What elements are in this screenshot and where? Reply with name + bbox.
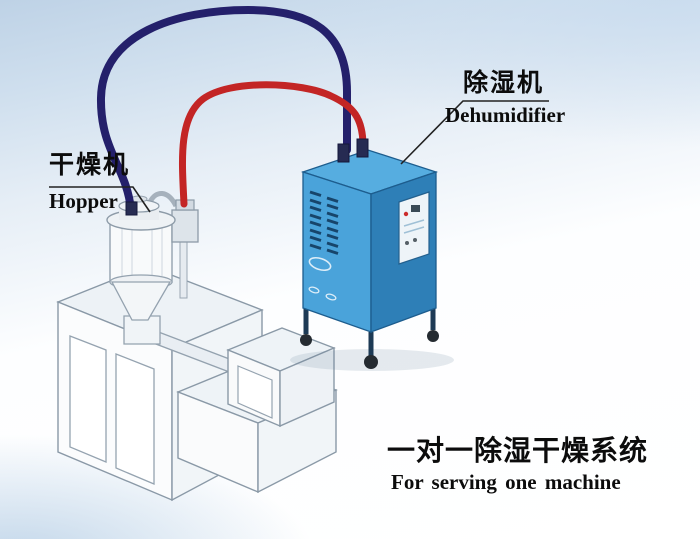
hopper-support [179, 241, 188, 299]
cabinet-door-right [115, 353, 155, 485]
hopper-blower [171, 209, 199, 243]
panel-button-2 [413, 238, 417, 242]
dehumidifier-unit [290, 149, 454, 371]
hopper-return-elbow [147, 191, 179, 208]
caster-wheel-right [427, 330, 439, 342]
system-caption-zh: 一对一除湿干燥系统 [387, 435, 649, 466]
brand-oval-badge [308, 256, 332, 272]
hopper-body-shading [121, 226, 163, 276]
caster-wheel-middle [364, 355, 378, 369]
hopper-dryer [106, 191, 199, 321]
panel-display [411, 205, 420, 212]
dehumidifier-leader-line [400, 100, 549, 165]
vent-louvers-column-1 [309, 190, 322, 250]
system-caption-en: For serving one machine [391, 470, 621, 494]
control-panel [398, 191, 430, 265]
hopper-leader-line [49, 186, 151, 213]
hose-connector-dehumidifier-2 [356, 138, 369, 158]
hopper-cone [110, 281, 172, 321]
dehumidifier-legs [303, 308, 436, 356]
vent-louvers-column-2 [326, 196, 339, 255]
hopper-label-zh: 干燥机 [49, 151, 131, 179]
gearbox-panel [237, 365, 273, 419]
panel-label-lines [403, 219, 425, 234]
small-oval-mark-2 [325, 293, 337, 301]
hopper-label-en: Hopper [49, 189, 118, 213]
small-oval-mark-1 [308, 286, 320, 294]
extruder-machine [56, 265, 338, 502]
cabinet-door-left [69, 335, 107, 463]
hose-connector-hopper [125, 201, 138, 216]
return-air-hose-red [179, 81, 367, 208]
dry-air-hose-navy [96, 5, 351, 214]
hose-connector-dehumidifier-1 [337, 143, 350, 163]
dehumidifier-label-en: Dehumidifier [445, 103, 566, 127]
air-hoses [96, 5, 369, 216]
gearbox-side [279, 346, 335, 428]
panel-button-1 [405, 241, 409, 245]
caster-wheel-left [300, 334, 312, 346]
dehumidifier-label-zh: 除湿机 [463, 69, 545, 97]
panel-indicator-light [403, 211, 409, 217]
